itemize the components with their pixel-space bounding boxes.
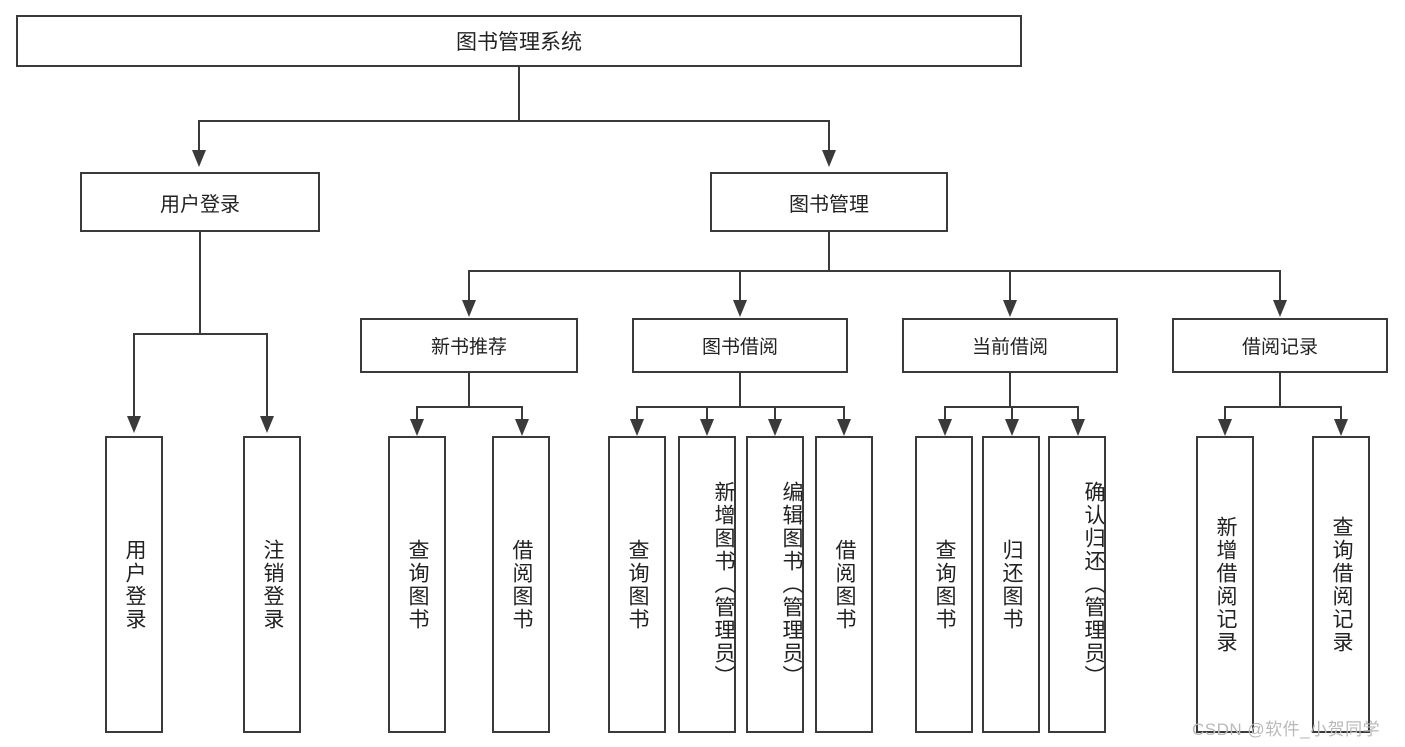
watermark-csdn: CSDN @软件_小贺同学	[1192, 720, 1381, 739]
node-label: 查询图书	[406, 538, 430, 631]
arrow-nb-to-leaf-2	[515, 419, 529, 436]
arrow-bb-to-leaf-4	[837, 419, 851, 436]
connector-nb-to-leaf-1	[416, 406, 418, 422]
node-label: 当前借阅	[971, 337, 1048, 358]
connector-bm-to-borrow-record	[1279, 270, 1281, 302]
node-label: 借阅图书	[833, 538, 857, 631]
arrow-root-to-book-management	[822, 150, 836, 167]
node-label: 归还图书	[1000, 538, 1024, 631]
node-book-management[interactable]: 图书管理	[710, 172, 948, 232]
leaf-user-login[interactable]: 用户登录	[105, 436, 163, 733]
connector-user-login-bus	[133, 333, 267, 335]
node-label: 借阅记录	[1241, 337, 1318, 358]
node-label: 新增借阅记录	[1214, 515, 1238, 654]
node-label: 用户登录	[123, 538, 147, 631]
connector-bb-to-leaf-3	[774, 406, 776, 422]
node-borrow-record[interactable]: 借阅记录	[1172, 318, 1388, 373]
node-label: 用户登录	[160, 193, 240, 216]
node-label: 借阅图书	[510, 538, 534, 631]
leaf-br-query-record[interactable]: 查询借阅记录	[1312, 436, 1370, 733]
arrow-br-to-leaf-2	[1334, 419, 1348, 436]
arrow-cb-to-leaf-3	[1071, 419, 1085, 436]
node-label: 新书推荐	[430, 337, 507, 358]
leaf-bb-borrow-book[interactable]: 借阅图书	[815, 436, 873, 733]
node-root-book-management-system[interactable]: 图书管理系统	[16, 15, 1022, 67]
arrow-bm-to-borrow-record	[1273, 300, 1287, 317]
arrow-bb-to-leaf-1	[630, 419, 644, 436]
connector-borrow-record-stem	[1279, 373, 1281, 408]
connector-current-borrow-stem	[1009, 373, 1011, 408]
connector-root-to-user-login	[198, 120, 200, 152]
arrow-root-to-user-login	[192, 150, 206, 167]
arrow-user-login-to-leaf-2	[260, 416, 274, 433]
node-book-borrow[interactable]: 图书借阅	[632, 318, 848, 373]
connector-root-bus	[198, 120, 830, 122]
connector-nb-to-leaf-2	[521, 406, 523, 422]
connector-borrow-record-bus	[1224, 406, 1342, 408]
arrow-cb-to-leaf-2	[1005, 419, 1019, 436]
node-label: 查询图书	[933, 538, 957, 631]
arrow-user-login-to-leaf-1	[127, 416, 141, 433]
connector-book-borrow-stem	[739, 373, 741, 408]
node-user-login[interactable]: 用户登录	[80, 172, 320, 232]
node-label: 确认归还（管理员）	[1082, 481, 1105, 688]
connector-bb-to-leaf-1	[636, 406, 638, 422]
connector-new-book-stem	[468, 373, 470, 408]
connector-new-book-bus	[416, 406, 522, 408]
connector-cb-to-leaf-1	[944, 406, 946, 422]
connector-br-to-leaf-1	[1224, 406, 1226, 422]
connector-bm-to-new-book	[468, 270, 470, 302]
arrow-nb-to-leaf-1	[410, 419, 424, 436]
leaf-cb-return-book[interactable]: 归还图书	[982, 436, 1040, 733]
arrow-br-to-leaf-1	[1218, 419, 1232, 436]
connector-bb-to-leaf-4	[843, 406, 845, 422]
connector-user-login-to-leaf-1	[133, 333, 135, 418]
connector-bm-to-book-borrow	[739, 270, 741, 302]
connector-bb-to-leaf-2	[706, 406, 708, 422]
connector-cb-to-leaf-2	[1011, 406, 1013, 422]
connector-user-login-to-leaf-2	[266, 333, 268, 418]
arrow-bm-to-book-borrow	[733, 300, 747, 317]
leaf-nb-borrow-book[interactable]: 借阅图书	[492, 436, 550, 733]
node-label: 查询图书	[626, 538, 650, 631]
connector-user-login-stem	[199, 232, 201, 335]
node-label: 新增图书（管理员）	[712, 481, 735, 688]
node-current-borrow[interactable]: 当前借阅	[902, 318, 1118, 373]
leaf-bb-query-book[interactable]: 查询图书	[608, 436, 666, 733]
leaf-cb-confirm-return-admin[interactable]: 确认归还（管理员）	[1048, 436, 1106, 733]
node-new-book-recommend[interactable]: 新书推荐	[360, 318, 578, 373]
connector-book-borrow-bus	[636, 406, 844, 408]
arrow-cb-to-leaf-1	[938, 419, 952, 436]
leaf-bb-edit-book-admin[interactable]: 编辑图书（管理员）	[746, 436, 804, 733]
connector-bm-to-current-borrow	[1009, 270, 1011, 302]
leaf-br-add-record[interactable]: 新增借阅记录	[1196, 436, 1254, 733]
connector-root-to-book-management	[828, 120, 830, 152]
leaf-cb-query-book[interactable]: 查询图书	[915, 436, 973, 733]
leaf-bb-add-book-admin[interactable]: 新增图书（管理员）	[678, 436, 736, 733]
arrow-bm-to-current-borrow	[1003, 300, 1017, 317]
arrow-bb-to-leaf-2	[700, 419, 714, 436]
arrow-bb-to-leaf-3	[768, 419, 782, 436]
connector-br-to-leaf-2	[1340, 406, 1342, 422]
node-label: 查询借阅记录	[1330, 515, 1354, 654]
node-label: 图书管理系统	[456, 31, 582, 54]
connector-book-management-stem	[828, 232, 830, 272]
leaf-logout[interactable]: 注销登录	[243, 436, 301, 733]
node-label: 图书借阅	[701, 337, 778, 358]
leaf-nb-query-book[interactable]: 查询图书	[388, 436, 446, 733]
connector-book-management-bus	[468, 270, 1280, 272]
connector-root-stem	[518, 67, 520, 121]
node-label: 图书管理	[789, 193, 869, 216]
arrow-bm-to-new-book	[462, 300, 476, 317]
node-label: 编辑图书（管理员）	[780, 481, 803, 688]
connector-cb-to-leaf-3	[1077, 406, 1079, 422]
node-label: 注销登录	[261, 538, 285, 631]
